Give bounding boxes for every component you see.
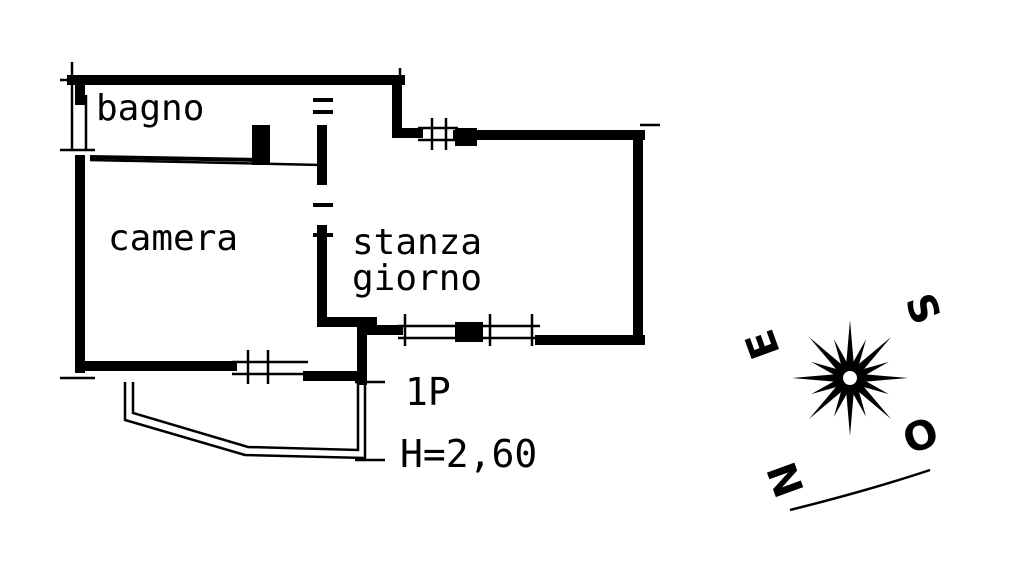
- compass-arc: [789, 468, 931, 512]
- wall-bath-partition: [89, 158, 323, 167]
- room-label-living-line2: giorno: [352, 258, 482, 299]
- compass-center: [839, 367, 861, 389]
- room-label-bathroom: bagno: [96, 88, 204, 129]
- compass-rose: S E O N: [737, 288, 949, 512]
- compass-east-letter: E: [737, 323, 790, 364]
- compass-north-letter: N: [759, 456, 814, 503]
- corner-ticks: [60, 62, 660, 462]
- wall-bath-partition-2: [89, 155, 261, 162]
- balcony-inner: [131, 382, 360, 452]
- balcony-outline: [123, 382, 367, 460]
- compass-west-letter: O: [897, 409, 945, 464]
- wall-pillar: [455, 128, 477, 146]
- room-label-living-line1: stanza: [352, 222, 482, 263]
- compass-rays: [792, 320, 908, 436]
- balcony: [123, 382, 367, 460]
- wall-pillar-bottom: [455, 322, 483, 342]
- floor-level: 1P: [405, 370, 451, 414]
- room-label-bedroom: camera: [108, 218, 238, 259]
- floor-height: H=2,60: [400, 432, 537, 476]
- openings: [70, 95, 540, 384]
- compass-south-letter: S: [896, 288, 949, 331]
- wall-bath-pillar: [252, 125, 270, 165]
- walls: [67, 75, 645, 385]
